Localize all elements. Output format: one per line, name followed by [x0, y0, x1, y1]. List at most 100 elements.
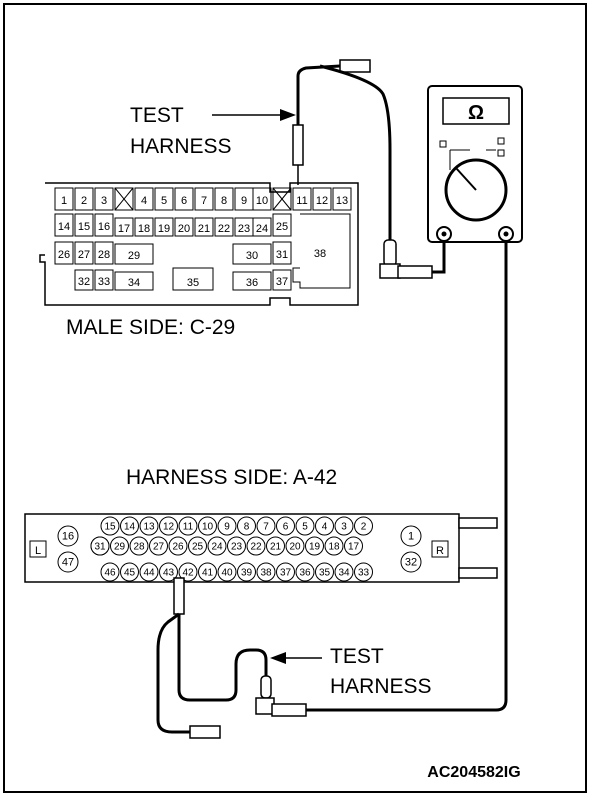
a42-pin-circle	[120, 562, 139, 582]
a42-pin-label: 38	[260, 568, 272, 579]
a42-pin-circle	[256, 516, 276, 536]
range-mark-icon	[497, 149, 505, 157]
c29-pin-6: 6	[181, 195, 187, 207]
c29-pin-16: 16	[98, 221, 110, 233]
a42-pin-circle	[227, 536, 246, 556]
c29-pin-7: 7	[201, 195, 207, 207]
a42-pin-label: 25	[192, 542, 204, 553]
c29-pin-17: 17	[118, 223, 130, 235]
a42-pin-circle	[324, 536, 344, 556]
a42-pin-circle	[315, 562, 334, 582]
a42-pin-label: 20	[289, 542, 301, 553]
a42-pin-circle	[57, 551, 79, 573]
c29-pin-20: 20	[178, 223, 190, 235]
a42-pin-label: 23	[231, 542, 243, 553]
a42-pin-circle	[354, 562, 373, 582]
arrow-top-head	[280, 109, 296, 121]
a42-pin-circle	[178, 516, 198, 536]
a42-pin-circle	[266, 536, 285, 556]
c29-pin-2: 2	[81, 195, 87, 207]
a42-pin-label: 17	[348, 542, 360, 553]
a42-pin-circle	[120, 516, 139, 536]
c29-pin-12: 12	[316, 195, 328, 207]
c29-pin-19: 19	[158, 223, 170, 235]
a42-pin-circle	[159, 562, 178, 582]
a42-pin-label: 35	[319, 568, 331, 579]
c29-pin-28: 28	[98, 249, 110, 261]
a42-pin-circle	[178, 562, 198, 582]
bottom-probe	[156, 577, 307, 739]
a42-pin-circle	[188, 536, 207, 556]
a42-pin-circle	[237, 562, 256, 582]
a42-pin-circle	[315, 516, 334, 536]
a42-pin-circle	[217, 562, 237, 582]
a42-pin-label: 21	[270, 542, 282, 553]
a42-pin-circle	[129, 536, 149, 556]
diagram-frame	[3, 3, 587, 793]
test-harness-label-top-line1: TEST	[130, 104, 184, 127]
a42-pin-label: 14	[124, 522, 136, 533]
a42-pin-circle	[295, 562, 315, 582]
c29-pin-27: 27	[78, 249, 90, 261]
a42-pin-circle	[276, 516, 295, 536]
a42-pin-circle	[400, 525, 422, 547]
c29-row1	[54, 187, 352, 211]
a42-pin-circle	[207, 536, 227, 556]
c29-pin-9: 9	[241, 195, 247, 207]
a42-pin-circle	[90, 536, 110, 556]
a42-pin-label: 18	[328, 542, 340, 553]
a42-pin-label: 45	[124, 568, 136, 579]
a42-pin-circle	[139, 516, 159, 536]
multimeter-display	[442, 97, 510, 125]
a42-pin-circle	[400, 551, 422, 573]
a42-pin-circle	[354, 516, 373, 536]
c29-pin-32: 32	[78, 276, 90, 288]
test-harness-label-bottom-line1: TEST	[330, 645, 384, 668]
c29-pin-14: 14	[58, 221, 70, 233]
meter-lead-right	[306, 241, 508, 712]
c29-pin-34: 34	[128, 277, 140, 289]
c29-pin-10: 10	[256, 195, 268, 207]
a42-pin-circle	[237, 516, 256, 536]
a42-pin-label: 34	[338, 568, 350, 579]
a42-pin-label: 2	[361, 522, 367, 533]
a42-pin-label: 26	[172, 542, 184, 553]
a42-pin-label: 8	[244, 522, 250, 533]
c29-pin-26: 26	[58, 249, 70, 261]
a42-pin-label: 13	[143, 522, 155, 533]
c29-pin-15: 15	[78, 221, 90, 233]
c29-pin-18: 18	[138, 223, 150, 235]
c29-pin-24: 24	[256, 223, 268, 235]
a42-pin-label: 6	[283, 522, 289, 533]
c29-row4	[74, 267, 292, 291]
a42-pin-label: 44	[143, 568, 155, 579]
a42-pin-label: 46	[104, 568, 116, 579]
a42-pin-circle	[295, 516, 315, 536]
a42-pin-label: 5	[302, 522, 308, 533]
multimeter: Ω	[427, 85, 523, 243]
c29-pin-22: 22	[218, 223, 230, 235]
a42-pin-label: 1	[408, 531, 414, 543]
c29-pin-13: 13	[336, 195, 348, 207]
c29-pin-21: 21	[198, 223, 210, 235]
a42-pin-circle	[100, 516, 120, 536]
a42-pin-label: 7	[263, 522, 269, 533]
range-mark-icon	[439, 140, 447, 148]
a42-pin-circle	[139, 562, 159, 582]
a42-pin-circle	[57, 525, 79, 547]
c29-pin-36: 36	[246, 277, 258, 289]
test-harness-label-bottom-line2: HARNESS	[330, 675, 432, 698]
side-right-letter: R	[436, 545, 444, 557]
a42-pin-label: 39	[241, 568, 253, 579]
ohm-icon: Ω	[468, 102, 484, 124]
a42-pin-label: 12	[163, 522, 175, 533]
a42-pin-label: 22	[250, 542, 262, 553]
a42-pin-circle	[334, 516, 354, 536]
c29-row3	[54, 241, 292, 265]
c29-pin-29: 29	[128, 250, 140, 262]
a42-pin-label: 24	[211, 542, 223, 553]
c29-pin-11: 11	[296, 195, 307, 207]
side-right-box	[431, 540, 449, 558]
side-left-box	[29, 540, 47, 558]
